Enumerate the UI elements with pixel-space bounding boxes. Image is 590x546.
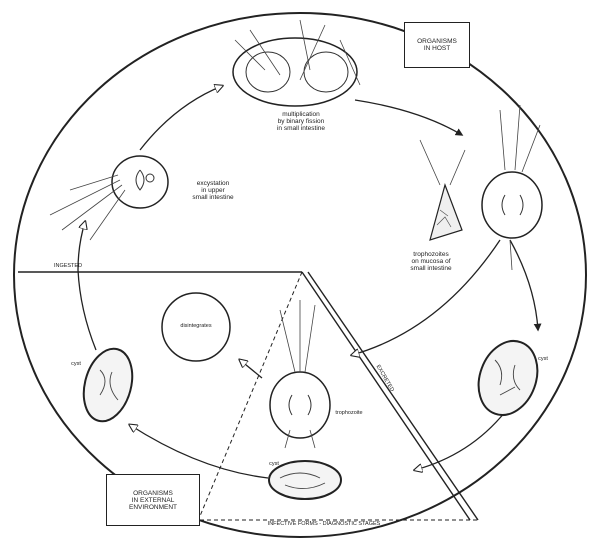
cyst-right-label: cyst <box>533 357 553 363</box>
environment-box-line1: ORGANISMS <box>133 490 173 497</box>
arrow-cyst-to-bottom-cyst <box>415 412 505 470</box>
trophozoites-mucosa-organisms <box>420 105 542 270</box>
trophozoites-mucosa-label: trophozoites on mucosa of small intestin… <box>396 252 466 272</box>
ingested-label: INGESTED <box>48 264 88 270</box>
environment-box-line2: IN EXTERNAL <box>132 497 175 504</box>
disintegrates-label: disintegrates <box>168 324 224 330</box>
excystation-label: excystation in upper small intestine <box>178 181 248 201</box>
arrow-trophozoites-to-cyst <box>510 240 538 330</box>
organisms-in-host-box: ORGANISMS IN HOST <box>404 22 470 68</box>
host-box-line1: ORGANISMS <box>417 38 457 45</box>
trophozoite-center-organism <box>270 300 330 448</box>
outer-ellipse <box>14 13 586 537</box>
organisms-in-environment-box: ORGANISMS IN EXTERNAL ENVIRONMENT <box>106 474 200 526</box>
arrow-excystation-to-multiplication <box>140 86 222 150</box>
arrow-multiplication-to-trophozoites <box>355 100 462 135</box>
multiplication-label: multiplication by binary fission in smal… <box>256 112 346 132</box>
excystation-organism <box>50 156 168 240</box>
multiplication-organism <box>233 20 360 106</box>
arrow-trophozoite-to-disintegrates <box>240 360 262 378</box>
cyst-left-label: cyst <box>66 362 86 368</box>
cyst-left-organism <box>76 343 140 426</box>
bottom-caption: INFECTIVE FORMS - DIAGNOSTIC STAGES <box>224 522 424 528</box>
cyst-right-organism <box>469 333 548 424</box>
environment-box-line3: ENVIRONMENT <box>129 504 177 511</box>
cyst-bottom-label: cyst <box>264 462 284 468</box>
host-box-line2: IN HOST <box>424 45 450 52</box>
arrow-bottom-cyst-to-left-cyst <box>130 425 268 478</box>
arrow-left-cyst-up <box>78 222 96 350</box>
trophozoite-label: trophozoite <box>326 411 372 417</box>
